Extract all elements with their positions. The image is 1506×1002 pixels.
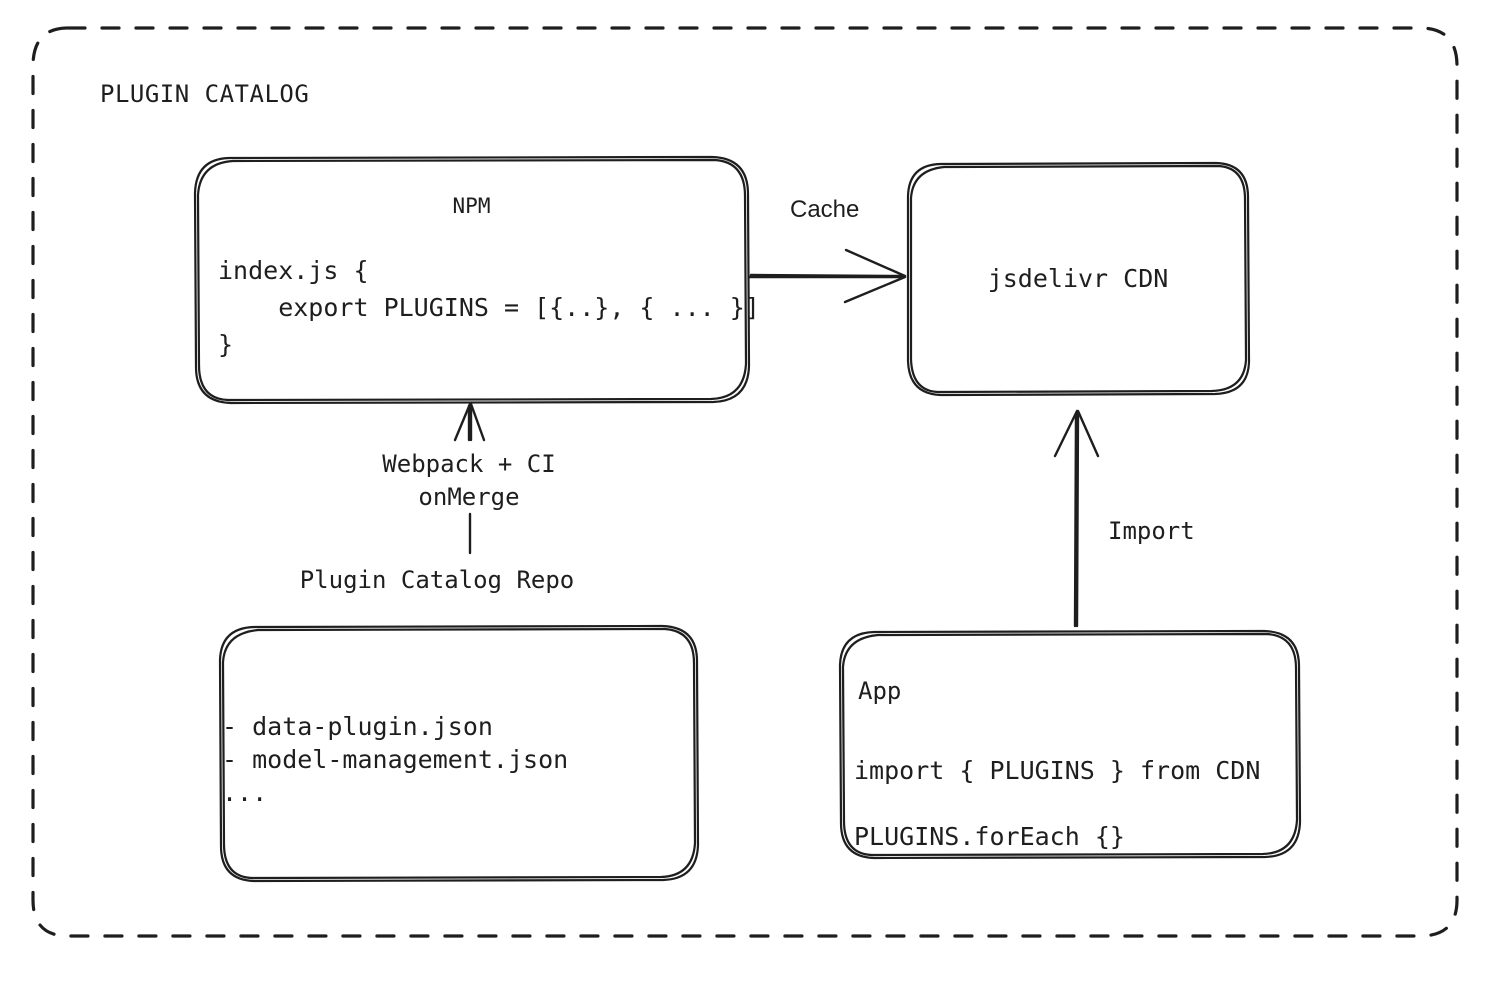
npm-node-title: NPM — [452, 194, 491, 218]
repo-caption: Plugin Catalog Repo — [299, 566, 575, 594]
import-arrow — [1053, 409, 1100, 628]
cache-edge-label: Cache — [790, 196, 860, 223]
group-title: PLUGIN CATALOG — [100, 80, 310, 108]
cache-arrow — [747, 248, 907, 304]
app-node-title: App — [858, 677, 902, 705]
app-node-code-line-2: PLUGINS.forEach {} — [854, 822, 1125, 851]
cdn-node-label: jsdelivr CDN — [987, 264, 1169, 293]
npm-node-code: index.js { export PLUGINS = [{..}, { ...… — [218, 256, 760, 359]
import-edge-label: Import — [1108, 517, 1195, 545]
repo-node-file-list: - data-plugin.json - model-management.js… — [222, 712, 569, 807]
app-node-code-line-1: import { PLUGINS } from CDN — [854, 756, 1261, 785]
app-node-code: import { PLUGINS } from CDN PLUGINS.forEa… — [854, 738, 1260, 870]
webpack-edge-label: Webpack + CI onMerge — [382, 450, 556, 511]
